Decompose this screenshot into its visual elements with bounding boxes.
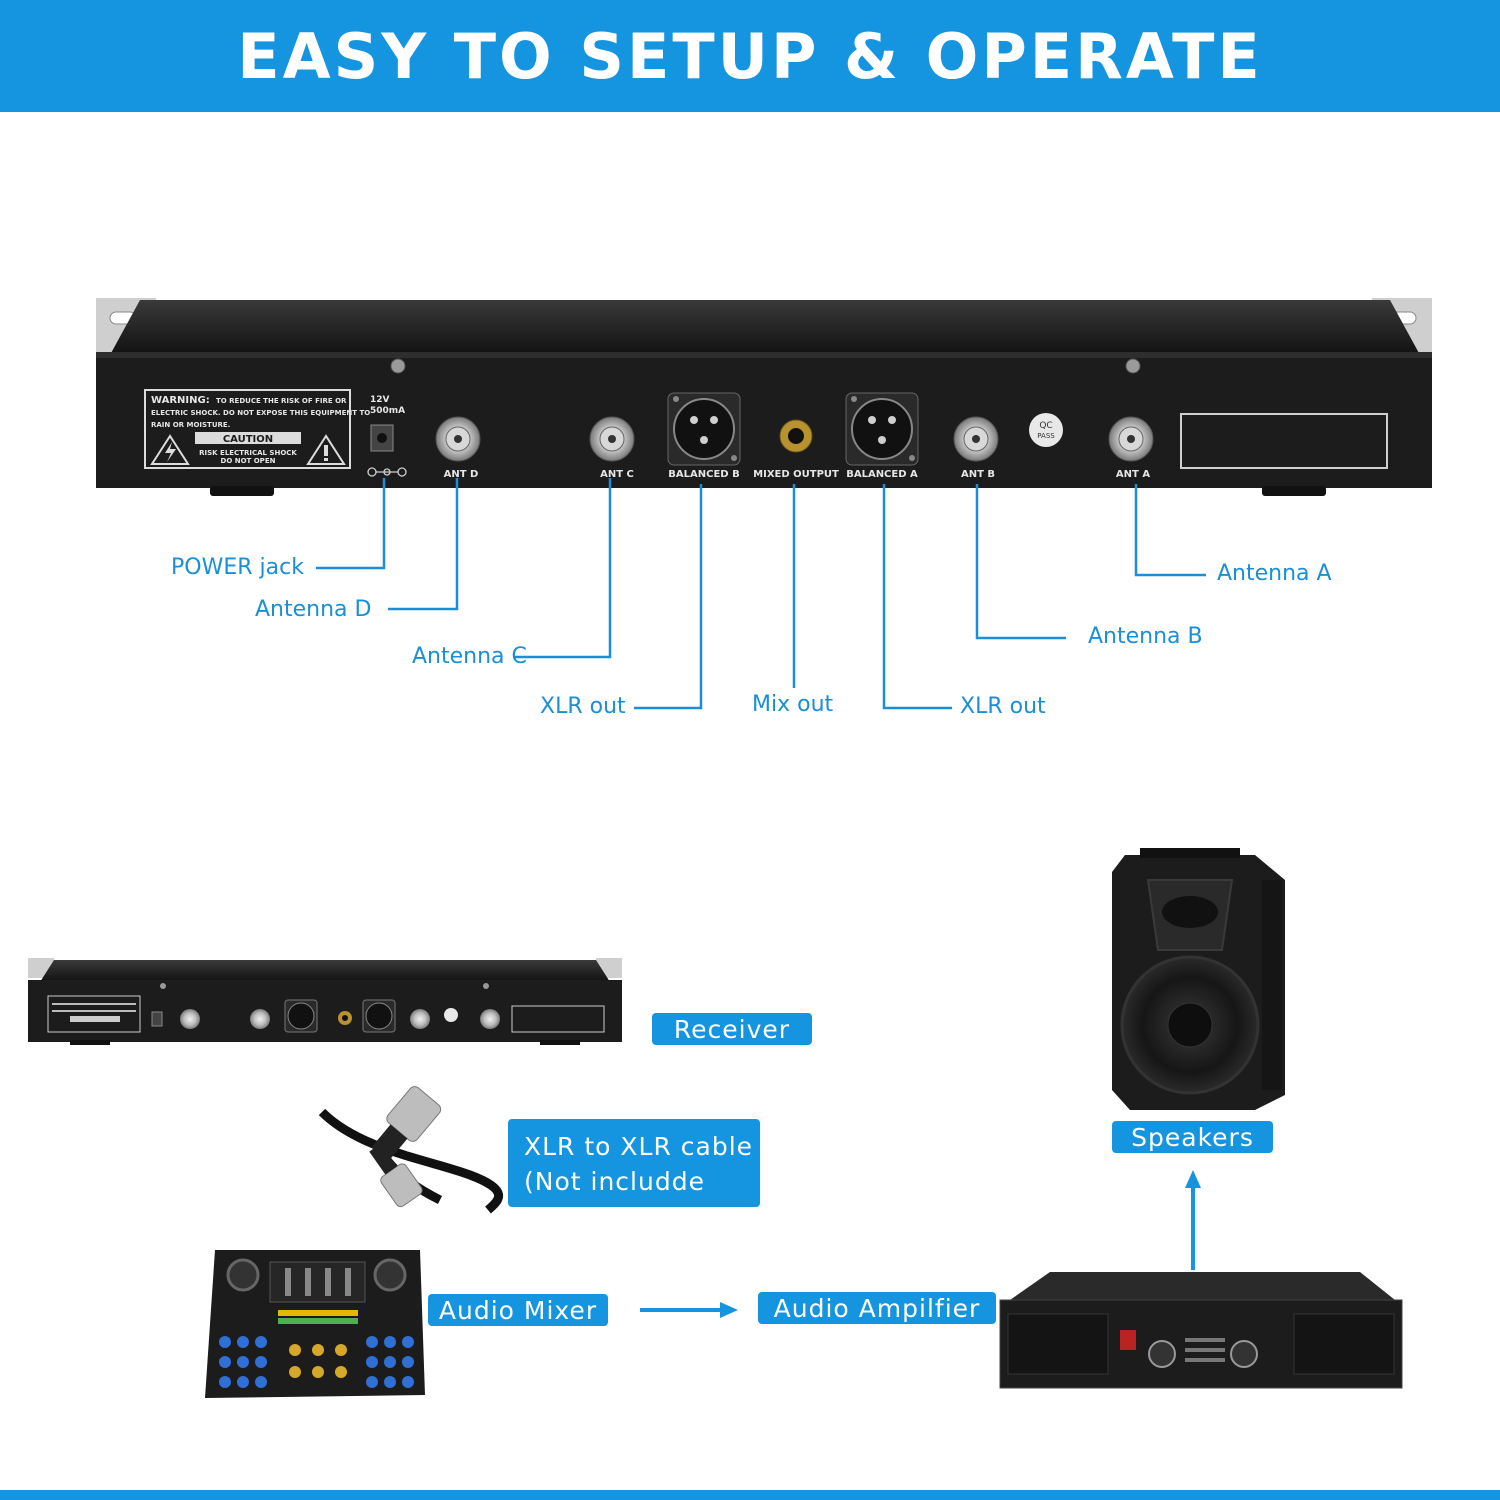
caution-sub-1: RISK ELECTRICAL SHOCK bbox=[199, 449, 297, 457]
bnc-ant-a bbox=[1108, 416, 1154, 462]
label-ant-c: ANT C bbox=[600, 469, 634, 480]
shock-warning-icon bbox=[150, 434, 190, 465]
callout-antenna-b: Antenna B bbox=[1088, 624, 1203, 649]
warning-text-1: TO REDUCE THE RISK OF FIRE OR bbox=[216, 397, 347, 405]
bottom-bar bbox=[0, 1490, 1500, 1500]
callout-antenna-a: Antenna A bbox=[1217, 561, 1332, 586]
speakers-pill: Speakers bbox=[1112, 1121, 1273, 1153]
qc-text-1: QC bbox=[1039, 421, 1052, 431]
cable-line-2: (Not includde bbox=[524, 1167, 705, 1196]
label-ant-d: ANT D bbox=[444, 469, 479, 480]
qc-text-2: PASS bbox=[1037, 432, 1055, 440]
audio-amplifier-device bbox=[999, 1272, 1403, 1389]
bnc-ant-c bbox=[589, 416, 635, 462]
xlr-balanced-a bbox=[845, 392, 919, 466]
caution-label: CAUTION bbox=[223, 434, 273, 445]
power-rating-1: 12V bbox=[370, 395, 390, 405]
warning-text-3: RAIN OR MOISTURE. bbox=[151, 421, 230, 429]
blank-plate bbox=[1180, 413, 1388, 469]
callout-antenna-d: Antenna D bbox=[255, 597, 372, 622]
page-title: EASY TO SETUP & OPERATE bbox=[237, 19, 1263, 93]
exclamation-warning-icon bbox=[306, 434, 346, 465]
receiver-pill: Receiver bbox=[652, 1013, 812, 1045]
arrow-mixer-to-amplifier bbox=[640, 1302, 738, 1318]
callout-mix-out: Mix out bbox=[752, 692, 834, 717]
label-mixed-output: MIXED OUTPUT bbox=[753, 469, 839, 480]
caution-sub-2: DO NOT OPEN bbox=[221, 457, 276, 465]
label-ant-a: ANT A bbox=[1116, 469, 1150, 480]
power-rating-2: 500mA bbox=[370, 406, 405, 416]
xlr-balanced-b bbox=[667, 392, 741, 466]
speaker-device bbox=[1112, 848, 1285, 1110]
audio-mixer-pill: Audio Mixer bbox=[428, 1294, 608, 1326]
callout-xlr-out-b: XLR out bbox=[540, 694, 626, 719]
audio-amplifier-pill: Audio Ampilfier bbox=[758, 1292, 996, 1324]
bnc-ant-b bbox=[953, 416, 999, 462]
callout-xlr-out-a: XLR out bbox=[960, 694, 1046, 719]
polarity-icon bbox=[367, 467, 407, 477]
label-balanced-b: BALANCED B bbox=[668, 469, 739, 480]
receiver-rear-panel: WARNING: TO REDUCE THE RISK OF FIRE OR E… bbox=[96, 298, 1432, 496]
arrow-amplifier-to-speakers bbox=[1185, 1170, 1201, 1270]
mixed-output-jack bbox=[779, 419, 813, 453]
header-banner: EASY TO SETUP & OPERATE bbox=[0, 0, 1500, 112]
label-balanced-a: BALANCED A bbox=[846, 469, 918, 480]
callout-power-jack: POWER jack bbox=[171, 555, 304, 580]
qc-pass-sticker bbox=[1029, 413, 1063, 447]
cable-line-1: XLR to XLR cable bbox=[524, 1132, 754, 1161]
audio-mixer-device bbox=[205, 1250, 425, 1398]
label-ant-b: ANT B bbox=[961, 469, 995, 480]
bnc-ant-d bbox=[435, 416, 481, 462]
receiver-small bbox=[28, 958, 622, 1045]
warning-text-2: ELECTRIC SHOCK. DO NOT EXPOSE THIS EQUIP… bbox=[151, 409, 370, 417]
warning-title: WARNING: bbox=[151, 395, 210, 406]
callout-antenna-c: Antenna C bbox=[412, 644, 527, 669]
xlr-cable-pill: XLR to XLR cable (Not includde bbox=[508, 1119, 760, 1207]
xlr-cable bbox=[318, 1086, 504, 1214]
leader-lines bbox=[316, 478, 1206, 710]
